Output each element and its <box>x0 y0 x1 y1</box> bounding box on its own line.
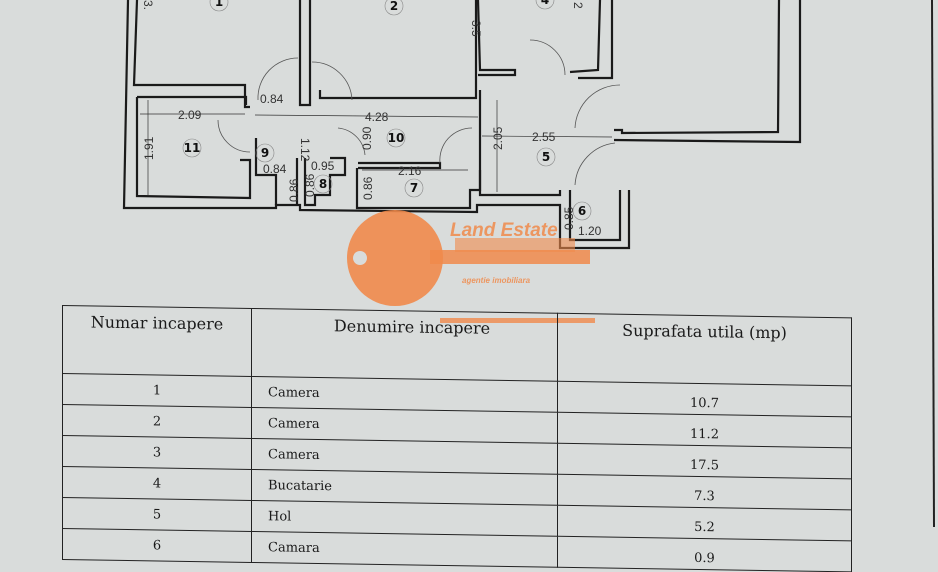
page-edge <box>931 0 935 527</box>
dim-label: 0.90 <box>360 126 374 150</box>
cell-name: Hol <box>251 500 558 537</box>
room-marker: 2 <box>390 0 398 13</box>
room-marker: 9 <box>261 146 269 160</box>
skyline <box>455 238 575 252</box>
table-header-row: Numar incapere Denumire incapere Suprafa… <box>62 305 852 386</box>
room-marker: 7 <box>410 181 418 195</box>
cell-name: Camara <box>251 531 558 568</box>
cell-number: 3 <box>62 435 252 470</box>
room-marker-circle <box>536 147 556 167</box>
header-number: Numar incapere <box>62 305 252 377</box>
cell-number: 1 <box>62 373 252 408</box>
dim-label: 0.84 <box>263 162 287 176</box>
dim-label: 0.85 <box>562 206 576 230</box>
brand-name: Land Estate <box>450 220 558 241</box>
dim-label: 0.84 <box>260 92 284 106</box>
dim-label: 0.86 <box>361 176 375 200</box>
key-tail <box>440 318 595 323</box>
dim-label: 1.91 <box>142 136 156 160</box>
room-marker: 6 <box>578 204 586 218</box>
cell-area: 0.9 <box>557 536 852 572</box>
dim-label: 3. <box>141 0 155 10</box>
room-marker-circle <box>386 128 406 148</box>
dim-label: 2.09 <box>178 108 202 122</box>
room-marker-circle <box>209 0 229 12</box>
header-name: Denumire incapere <box>251 308 558 382</box>
room-marker-circle <box>384 0 404 16</box>
dim-label: 3.5 <box>469 20 483 37</box>
cell-area: 7.3 <box>557 474 852 510</box>
room-marker: 8 <box>319 177 327 191</box>
key-shaft <box>430 250 590 264</box>
dim-label: 4.28 <box>365 110 389 124</box>
watermark-logo: Land Estate agentie imobiliara <box>347 210 595 323</box>
room-marker: 11 <box>184 141 201 155</box>
cell-number: 5 <box>62 497 252 532</box>
cell-name: Camera <box>251 376 558 413</box>
room-marker: 5 <box>542 150 550 164</box>
cell-name: Bucatarie <box>251 469 558 506</box>
room-area-table: Numar incapere Denumire incapere Suprafa… <box>62 305 852 572</box>
cell-number: 2 <box>62 404 252 439</box>
cell-number: 4 <box>62 466 252 501</box>
dim-label: 2 <box>571 2 585 9</box>
room-marker-circle <box>182 138 202 158</box>
room-marker-circle <box>255 143 275 163</box>
dim-label: 2.16 <box>398 164 422 178</box>
dim-label: 0.86 <box>287 178 301 202</box>
cell-number: 6 <box>62 528 252 563</box>
room-marker: 1 <box>215 0 223 9</box>
key-bow <box>347 210 443 306</box>
dim-label: 1.20 <box>578 224 602 238</box>
dim-label: 1.12 <box>298 138 312 162</box>
dimension-lines <box>140 100 613 195</box>
cell-area: 17.5 <box>557 443 852 479</box>
room-marker-circle <box>535 0 555 10</box>
door-swings <box>217 39 621 186</box>
key-hole <box>353 251 367 265</box>
dim-label: 0.95 <box>311 159 335 173</box>
room-marker-circle <box>313 174 333 194</box>
dim-label: 0.86 <box>303 173 317 197</box>
brand-tagline: agentie imobiliara <box>462 276 531 285</box>
dim-label: 2.05 <box>491 126 505 150</box>
header-area: Suprafata utila (mp) <box>557 313 852 386</box>
room-marker-circle <box>404 178 424 198</box>
walls <box>122 0 802 250</box>
dim-label: 2.55 <box>532 130 556 144</box>
cell-area: 10.7 <box>557 381 852 417</box>
room-marker: 4 <box>541 0 549 7</box>
room-marker: 10 <box>388 131 405 145</box>
floor-plan: 0.84 2.09 4.28 2.55 0.84 0.95 2.16 1.20 … <box>122 0 935 527</box>
cell-name: Camera <box>251 407 558 444</box>
cell-area: 5.2 <box>557 505 852 541</box>
room-marker-circle <box>572 201 592 221</box>
cell-area: 11.2 <box>557 412 852 448</box>
cell-name: Camera <box>251 438 558 475</box>
